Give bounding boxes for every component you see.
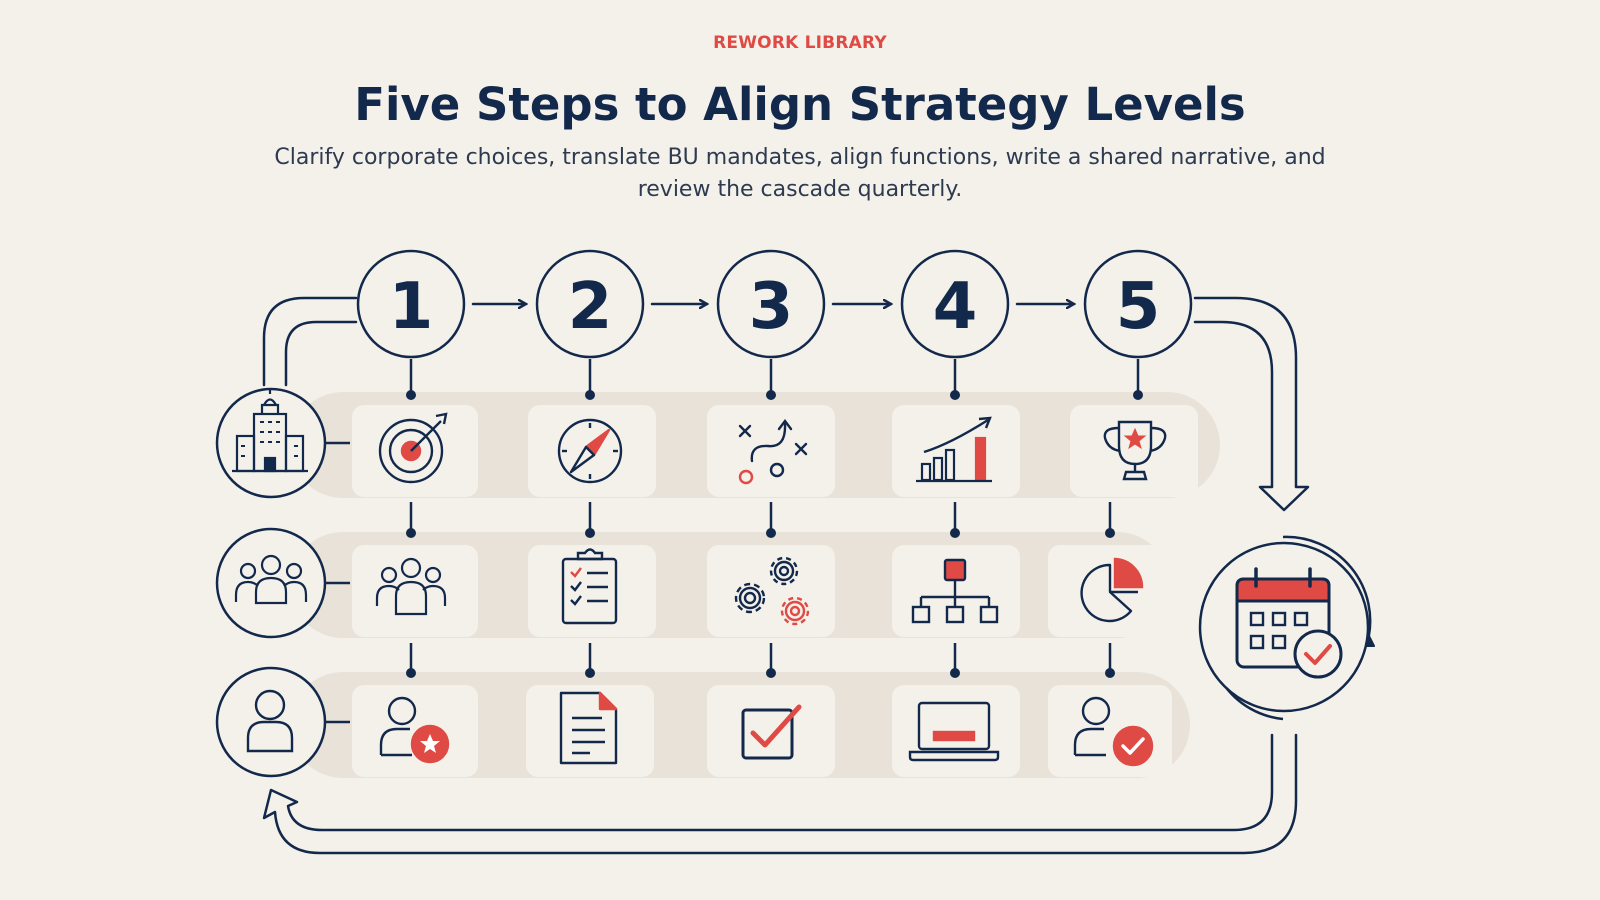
- org-chart-icon: [911, 558, 999, 624]
- eyebrow-label: REWORK LIBRARY: [713, 33, 887, 53]
- level-business-unit: [215, 527, 350, 639]
- person-star-icon: [379, 696, 450, 764]
- compass-icon: [557, 418, 623, 484]
- step-5: 5: [1083, 249, 1193, 359]
- step-4: 4: [900, 249, 1010, 359]
- step-3: 3: [716, 249, 826, 359]
- growth-chart-icon: [916, 416, 992, 483]
- loop-arrow-return: [262, 733, 1298, 855]
- individual-person-icon: [246, 689, 294, 753]
- gears-icon: [734, 556, 810, 626]
- calendar-check-icon: [1235, 567, 1343, 679]
- trophy-icon: [1103, 420, 1167, 481]
- laptop-icon: [908, 701, 1000, 762]
- steps: 1 2 3 4 5: [356, 249, 1193, 359]
- step-number-5: 5: [1116, 270, 1161, 344]
- step-number-1: 1: [389, 270, 434, 344]
- loop-arrow-to-review: [1193, 296, 1310, 512]
- level-individual: [215, 666, 350, 778]
- step-number-3: 3: [749, 270, 794, 344]
- cycle-arc-right: [1282, 535, 1372, 641]
- strategy-play-icon: [738, 419, 808, 485]
- loop-arrow-entry: [262, 296, 358, 387]
- checklist-clipboard-icon: [561, 548, 618, 625]
- office-building-icon: [232, 389, 308, 473]
- target-arrow-icon: [378, 412, 448, 484]
- step-2: 2: [535, 249, 645, 359]
- pie-chart-icon: [1080, 557, 1144, 623]
- column-connectors: [406, 359, 1143, 678]
- step-1: 1: [356, 249, 466, 359]
- person-check-icon: [1073, 696, 1154, 767]
- team-group-icon: [234, 554, 308, 605]
- loop-arrows: [262, 296, 1310, 855]
- document-icon: [559, 691, 618, 765]
- review-cycle: [1198, 535, 1375, 721]
- step-number-4: 4: [933, 270, 978, 344]
- checkbox-icon: [741, 704, 802, 760]
- team-icon: [375, 557, 447, 616]
- level-circles: [215, 387, 350, 778]
- step-number-2: 2: [568, 270, 613, 344]
- page-subtitle: Clarify corporate choices, translate BU …: [274, 145, 1326, 202]
- level-corporate: [215, 387, 350, 499]
- page-title: Five Steps to Align Strategy Levels: [354, 78, 1246, 131]
